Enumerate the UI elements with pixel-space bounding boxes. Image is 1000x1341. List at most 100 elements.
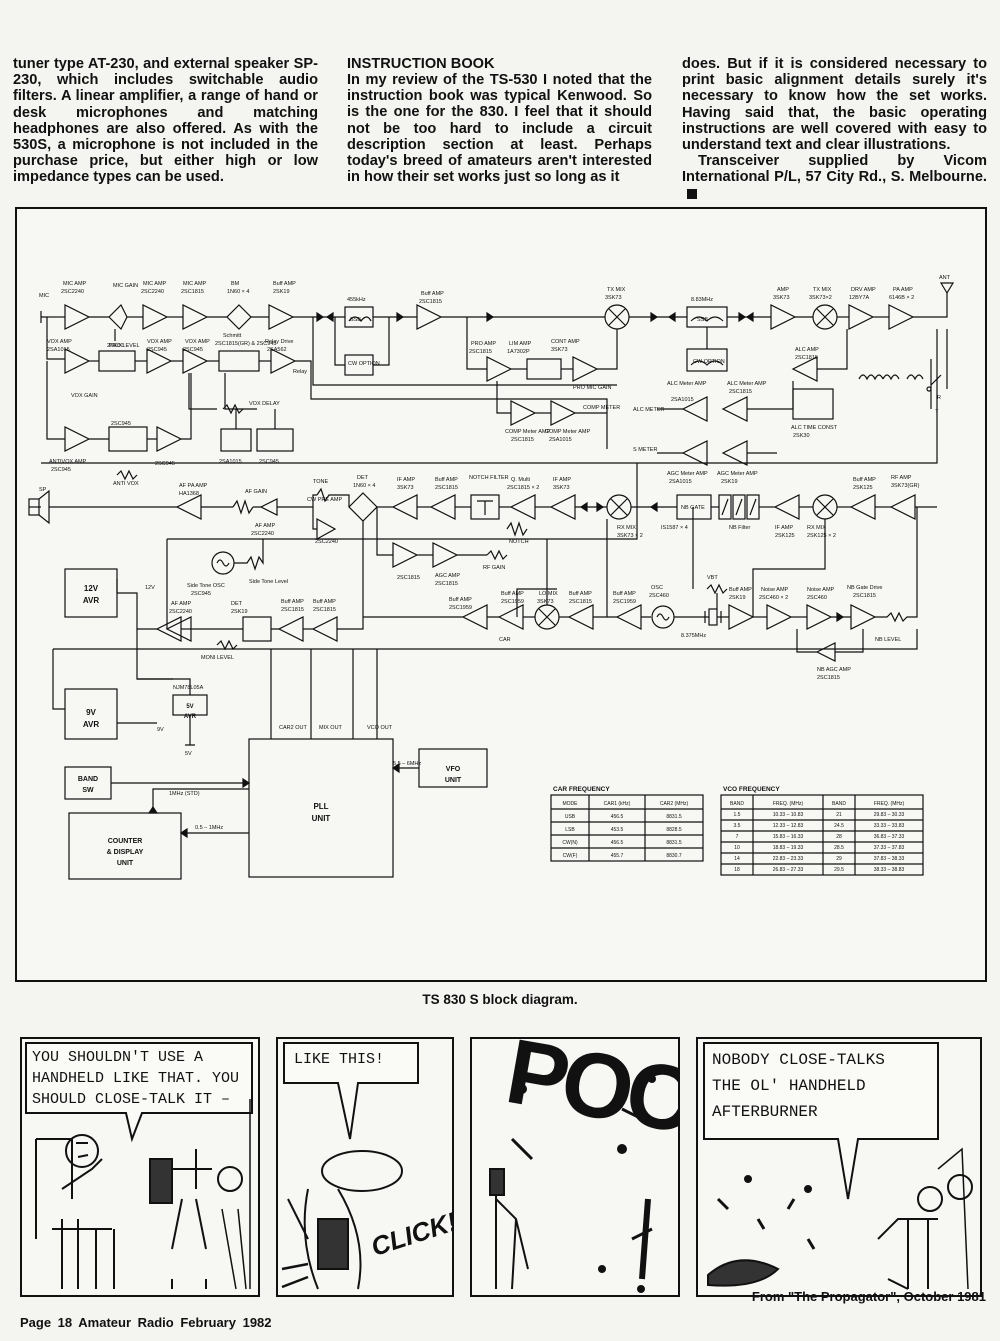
diagram-label-cw-option2: CW OPTION — [693, 359, 725, 365]
diagram-label-agc-meter-amp2: AGC Meter AMP — [717, 471, 758, 477]
cartoon-credit: From "The Propagator", October 1981 — [751, 1289, 986, 1304]
amp-3sk73 — [770, 304, 797, 330]
diagram-label-vox-gain: VOX GAIN — [71, 393, 98, 399]
diagram-label-pa-amp: PA AMP — [893, 287, 913, 293]
diagram-label-if-amp2-part: 3SK73 — [553, 485, 570, 491]
diagram-label-notch-filter: NOTCH FILTER — [469, 475, 509, 481]
vox-amp-3 — [182, 348, 209, 374]
diagram-label-alc-meter: ALC METER — [633, 407, 665, 413]
diagram-label-buff-amp9: Buff AMP — [569, 591, 592, 597]
pll-unit — [248, 738, 394, 878]
character-body — [35, 1138, 103, 1239]
diagram-label-car2-out: CAR2 OUT — [279, 725, 307, 731]
relay-drive — [270, 348, 297, 374]
end-mark-icon — [687, 188, 697, 199]
diagram-label-noise-amp2: Noise AMP — [807, 587, 835, 593]
pi-coil — [858, 374, 884, 381]
comp-meter-amp-1 — [510, 400, 537, 426]
diagram-label-buff-amp11: Buff AMP — [729, 587, 752, 593]
diagram-label-notch: NOTCH — [509, 539, 529, 545]
diagram-label-v9: 9V — [157, 727, 164, 733]
if-amp-2 — [549, 494, 576, 520]
vco-frequency-table — [720, 794, 924, 876]
diagram-label-alc-time-const-part: 2SK30 — [793, 433, 810, 439]
diagram-label-noise-amp1-part: 2SC460 × 2 — [759, 595, 788, 601]
diagram-label-buff-amp11-part: 2SK19 — [729, 595, 746, 601]
if-amp-3 — [773, 494, 800, 520]
diagram-label-drv-amp: DRV AMP — [851, 287, 876, 293]
diagram-label-buff-amp8-part: 2SC1959 — [501, 599, 524, 605]
diagram-label-alc-meter-amp1-part: 2SA1015 — [671, 397, 694, 403]
car-frequency-cell: 8828.5 — [666, 827, 682, 833]
buff-amp-2 — [416, 304, 443, 330]
cartoon-panel-2: LIKE THIS! CLICK! — [276, 1037, 454, 1297]
diagram-label-vox-delay-blk-part: 2SA1015 — [219, 459, 242, 465]
diagram-label-mic-amp3: MIC AMP — [183, 281, 207, 287]
car-frequency-header: CAR2 (MHz) — [660, 801, 689, 807]
diagram-label-pro-mic-gain: PRO MIC GAIN — [573, 385, 612, 391]
car-frequency-cell: 456.5 — [611, 840, 624, 846]
diagram-label-f1mhz: 1MHz (STD) — [169, 791, 200, 797]
af-gain-pot — [232, 499, 254, 515]
diagram-label-if-amp3: IF AMP — [775, 525, 793, 531]
mic-amp-3 — [182, 304, 209, 330]
vco-frequency-cell: 1.5 — [734, 812, 741, 818]
diagram-label-vox-control-part: 2SK30 — [107, 343, 124, 349]
diagram-label-det2: DET — [231, 601, 243, 607]
diagram-label-tx-mix2-part: 3SK73×2 — [809, 295, 832, 301]
vco-frequency-cell: 18.83 – 19.33 — [773, 845, 804, 851]
bubble-line: SHOULD CLOSE-TALK IT – — [32, 1091, 231, 1108]
diagram-label-vox-amp3-part: 2SC945 — [183, 347, 203, 353]
agc-amp-2 — [432, 542, 459, 568]
diagram-label-buff-amp1: Buff AMP — [273, 281, 296, 287]
diagram-label-nb-agc-amp: NB AGC AMP — [817, 667, 851, 673]
diagram-label-buff-amp10: Buff AMP — [613, 591, 636, 597]
diagram-label-antivox-amp2-part: 2SC945 — [155, 461, 175, 467]
diagram-label-ssb2: SSB — [697, 317, 708, 323]
vox-delay-control — [256, 428, 294, 452]
diagram-label-rx-mix2: RX MIX — [807, 525, 826, 531]
diagram-label-if-amp1: IF AMP — [397, 477, 415, 483]
noise-amp-2 — [806, 604, 833, 630]
diagram-label-v12: 12V — [145, 585, 155, 591]
diagram-label-f883: 8.83MHz — [691, 297, 713, 303]
article-column-2: INSTRUCTION BOOK In my review of the TS-… — [347, 56, 652, 185]
drv-amp — [848, 304, 875, 330]
diagram-label-buff-amp7: Buff AMP — [449, 597, 472, 603]
diagram-label-if-amp3-part: 2SK125 — [775, 533, 795, 539]
diagram-label-buff-amp5-part: 2SC1815 — [281, 607, 304, 613]
car-frequency-cell: USB — [565, 814, 576, 820]
speaker-icon — [28, 498, 40, 516]
schmitt-trigger — [218, 350, 260, 372]
diagram-label-mic-amp1: MIC AMP — [63, 281, 87, 287]
nb-filter-1 — [718, 494, 732, 520]
diagram-label-njm: NJM78L05A — [173, 685, 204, 691]
diagram-label-osc-part: 2SC460 — [649, 593, 669, 599]
diagram-label-nb-agc-amp-part: 2SC1815 — [817, 675, 840, 681]
counter-display-unit — [68, 812, 182, 880]
alc-time-const — [792, 388, 834, 420]
buff-amp-8 — [497, 604, 524, 630]
diagram-label-side-tone-osc-part: 2SC945 — [191, 591, 211, 597]
vco-frequency-title: VCO FREQUENCY — [723, 786, 780, 793]
second-character-head — [947, 1174, 973, 1200]
bubble-line: NOBODY CLOSE-TALKS — [712, 1051, 885, 1069]
character-head — [917, 1186, 943, 1212]
diagram-label-side-tone-osc: Side Tone OSC — [187, 583, 225, 589]
diagram-label-buff-amp5: Buff AMP — [281, 599, 304, 605]
handheld-radio-icon — [489, 1168, 505, 1196]
diagram-label-cw-option1: CW OPTION — [348, 361, 380, 367]
vco-frequency-cell: 10.33 – 10.83 — [773, 812, 804, 818]
det-2 — [242, 616, 272, 642]
diagram-label-alc-amp: ALC AMP — [795, 347, 819, 353]
diagram-label-antivox-control-part: 2SC945 — [111, 421, 131, 427]
diagram-label-moni-level: MONI LEVEL — [201, 655, 234, 661]
diagram-label-rx-mix1-part: 3SK73 × 2 — [617, 533, 643, 539]
balanced-modulator — [226, 304, 252, 330]
speech-bubble — [25, 1042, 253, 1143]
diagram-caption: TS 830 S block diagram. — [422, 992, 578, 1007]
diagram-label-vox-delay-ctl-part: 2SC945 — [259, 459, 279, 465]
antivox-level-control — [108, 426, 148, 452]
buff-amp-11 — [728, 604, 755, 630]
